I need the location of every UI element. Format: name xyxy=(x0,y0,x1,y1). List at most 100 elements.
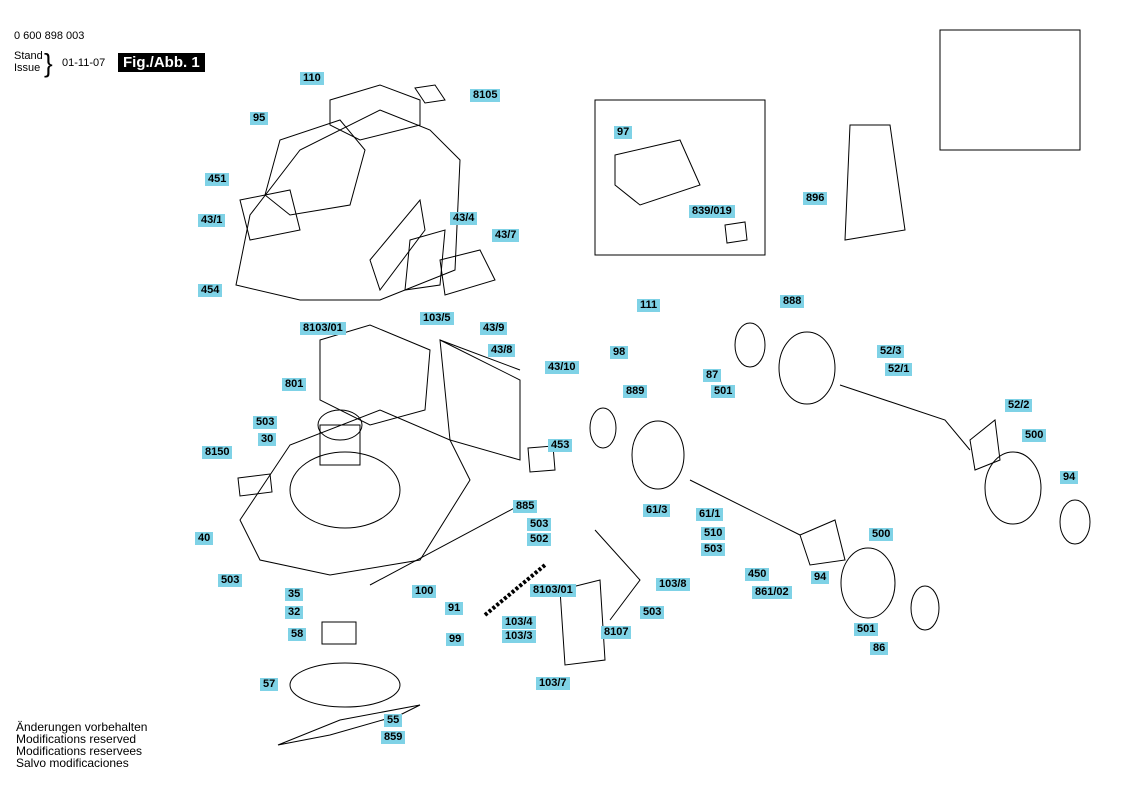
wheel-94-right xyxy=(984,451,1042,525)
hubcap-94-right xyxy=(1059,499,1091,545)
battery-box xyxy=(594,99,766,256)
part-label: 86 xyxy=(870,642,889,655)
housing-top-cover xyxy=(329,84,421,141)
wheel-889 xyxy=(631,420,685,490)
part-label: 450 xyxy=(745,568,770,581)
rod-885 xyxy=(369,504,521,586)
height-plate-52-2 xyxy=(969,419,1001,471)
part-label: 8107 xyxy=(601,626,632,639)
part-label: 43/8 xyxy=(488,344,516,357)
part-label: 839/019 xyxy=(689,205,735,218)
part-label: 103/7 xyxy=(536,677,570,690)
part-label: 103/4 xyxy=(502,616,536,629)
cover-43-8 xyxy=(439,339,521,461)
deck-bowl xyxy=(289,451,401,529)
part-label: 55 xyxy=(384,714,403,727)
figure-label: Fig./Abb. 1 xyxy=(118,53,205,72)
circuit-diagram xyxy=(939,29,1081,151)
part-label: 43/4 xyxy=(450,212,478,225)
part-label: 503 xyxy=(527,518,552,531)
part-43-4 xyxy=(404,229,446,291)
part-label: 111 xyxy=(637,299,661,312)
part-label: 43/9 xyxy=(480,322,508,335)
part-label: 87 xyxy=(703,369,722,382)
part-label: 801 xyxy=(282,378,307,391)
part-label: 57 xyxy=(260,678,279,691)
cable-43-9 xyxy=(439,339,521,371)
part-label: 100 xyxy=(412,585,437,598)
part-label: 500 xyxy=(869,528,894,541)
footer-note: Änderungen vorbehalten xyxy=(16,720,148,734)
part-label: 103/8 xyxy=(656,578,690,591)
label-8150 xyxy=(237,473,273,497)
footer-note: Modifications reservees xyxy=(16,744,143,758)
part-label: 97 xyxy=(614,126,633,139)
part-43-7 xyxy=(439,249,496,296)
label-plate-451 xyxy=(239,189,301,241)
fan-57 xyxy=(289,662,401,708)
part-label: 103/5 xyxy=(420,312,454,325)
part-label: 43/10 xyxy=(545,361,579,374)
part-label: 896 xyxy=(803,192,828,205)
part-label: 503 xyxy=(640,606,665,619)
part-label: 8150 xyxy=(202,446,233,459)
motor-box xyxy=(319,324,431,426)
spring-99 xyxy=(483,563,547,617)
part-label: 95 xyxy=(250,112,269,125)
axle-52 xyxy=(839,384,971,451)
spacer-58 xyxy=(321,621,357,645)
housing-hood xyxy=(235,109,461,301)
part-label: 500 xyxy=(1022,429,1047,442)
footer-notes: Änderungen vorbehalten Modifications res… xyxy=(16,721,147,769)
charger-97 xyxy=(614,139,701,206)
part-label: 32 xyxy=(285,606,304,619)
part-label: 43/7 xyxy=(492,229,520,242)
part-label: 8103/01 xyxy=(300,322,346,335)
part-label: 502 xyxy=(527,533,552,546)
part-label: 451 xyxy=(205,173,230,186)
part-label: 503 xyxy=(701,543,726,556)
motor xyxy=(317,409,363,441)
part-label: 501 xyxy=(854,623,879,636)
part-label: 30 xyxy=(258,433,277,446)
hubcap-889 xyxy=(589,407,617,449)
part-label: 110 xyxy=(300,72,324,85)
stand-label: Stand xyxy=(14,50,43,62)
part-label: 94 xyxy=(1060,471,1079,484)
part-label: 61/1 xyxy=(696,508,724,521)
part-label: 889 xyxy=(623,385,648,398)
label-453 xyxy=(527,445,556,473)
axle-61 xyxy=(689,479,801,536)
cable-bundle xyxy=(594,529,641,621)
wheel-94-front xyxy=(840,547,896,619)
part-label: 453 xyxy=(548,439,573,452)
part-label: 859 xyxy=(381,731,406,744)
brace-glyph: } xyxy=(44,48,53,78)
part-label: 103/3 xyxy=(502,630,536,643)
part-label: 888 xyxy=(780,295,805,308)
part-label: 40 xyxy=(195,532,214,545)
hubcap-87 xyxy=(734,322,766,368)
part-label: 8105 xyxy=(470,89,501,102)
height-plate-450 xyxy=(799,519,846,566)
part-label: 35 xyxy=(285,588,304,601)
footer-note: Modifications reserved xyxy=(16,732,137,746)
part-label: 43/1 xyxy=(198,214,226,227)
issue-label: Issue xyxy=(14,62,41,74)
footer-note: Salvo modificaciones xyxy=(16,756,129,770)
housing-vent xyxy=(369,198,426,292)
battery-896 xyxy=(844,124,906,241)
part-label: 885 xyxy=(513,500,538,513)
motor-body xyxy=(319,424,361,466)
part-label: 503 xyxy=(218,574,243,587)
part-label: 91 xyxy=(445,602,464,615)
plug-839-019 xyxy=(724,221,748,244)
document-number: 0 600 898 003 xyxy=(14,30,85,42)
part-label: 61/3 xyxy=(643,504,671,517)
part-label: 52/2 xyxy=(1005,399,1033,412)
housing-handle-cap xyxy=(264,119,366,216)
switch-8107 xyxy=(559,579,606,666)
wheel-888 xyxy=(778,331,836,405)
part-8105 xyxy=(414,84,446,104)
hubcap-86 xyxy=(910,585,940,631)
